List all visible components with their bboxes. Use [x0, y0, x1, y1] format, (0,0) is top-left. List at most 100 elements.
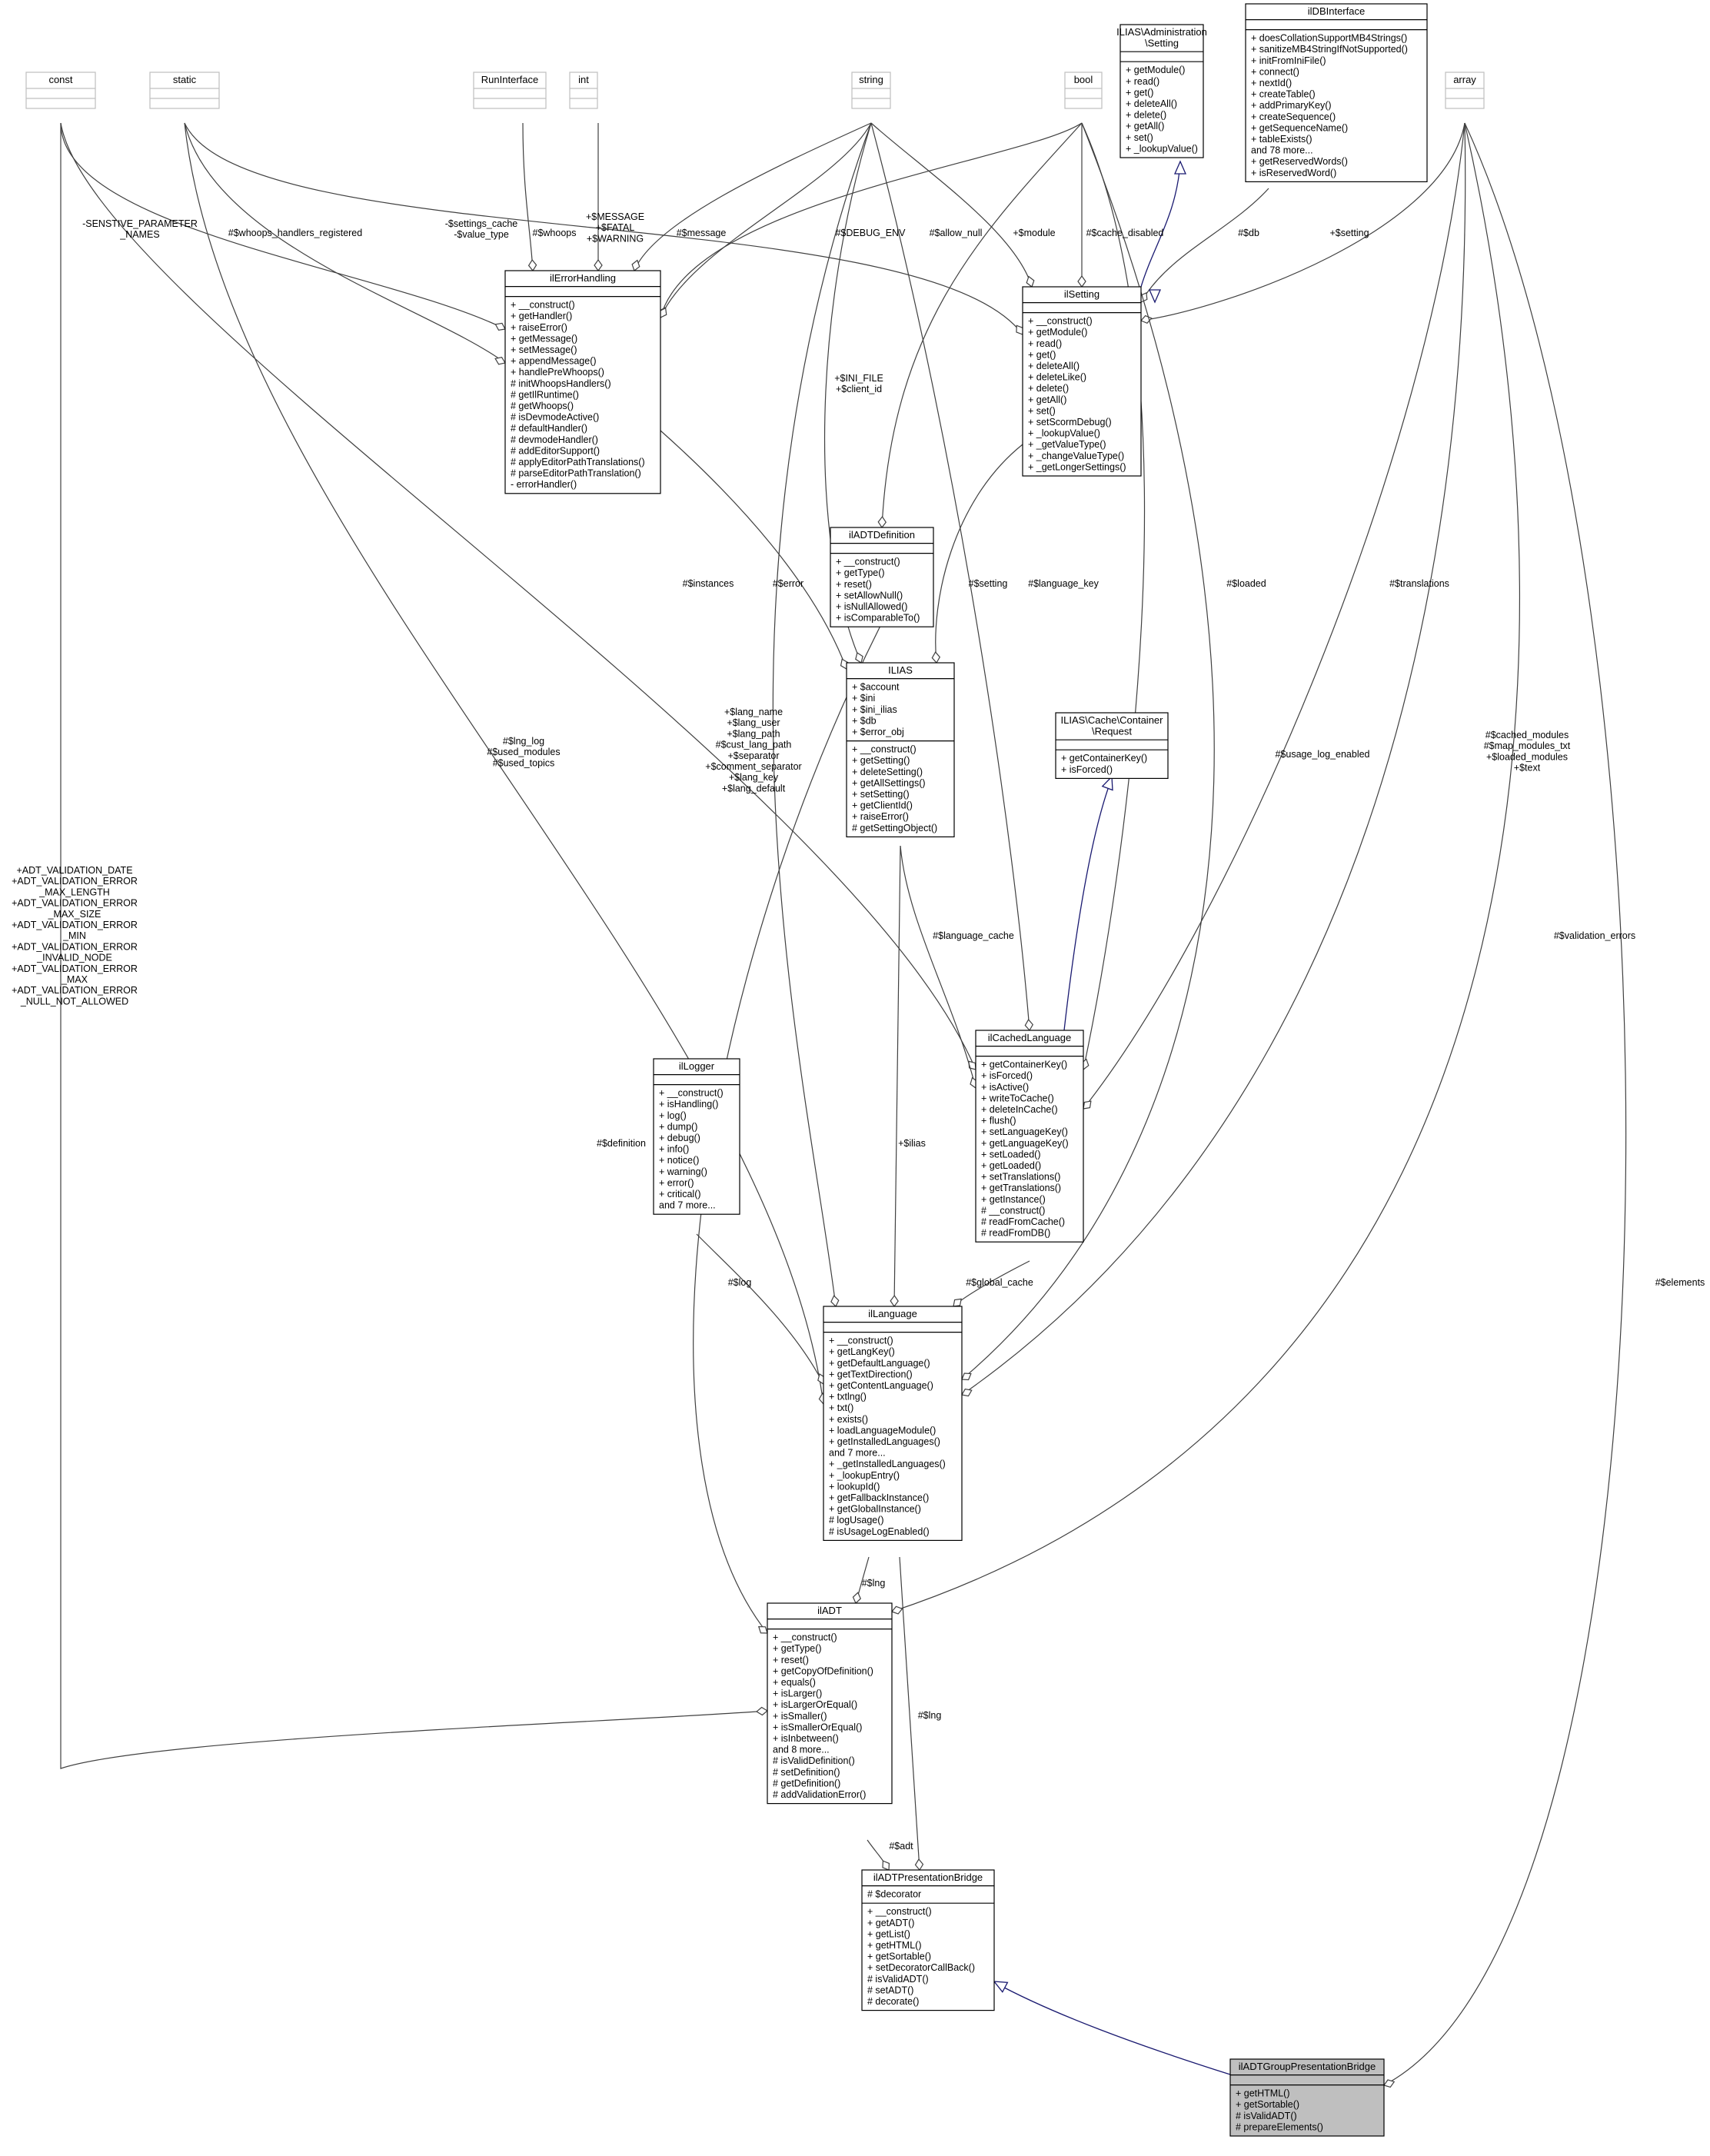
- aggregation-marker: [1083, 1100, 1092, 1110]
- aggregation-marker: [914, 1858, 924, 1872]
- class-method: # readFromCache(): [981, 1216, 1065, 1227]
- class-method: + createTable(): [1251, 89, 1316, 100]
- class-method: # setDefinition(): [773, 1767, 840, 1778]
- class-method: + isLarger(): [773, 1689, 822, 1699]
- class-method: + getLoaded(): [981, 1160, 1041, 1171]
- class-method: + txtlng(): [829, 1392, 867, 1402]
- class-method: + handlePreWhoops(): [511, 367, 604, 378]
- class-method: + error(): [659, 1177, 694, 1188]
- class-method: + __construct(): [511, 300, 575, 311]
- class-method: # isValidADT(): [867, 1974, 929, 1985]
- class-method: # logUsage(): [829, 1515, 884, 1526]
- class-method: + deleteSetting(): [852, 767, 923, 777]
- class-box: [1445, 72, 1485, 109]
- class-method: + initFromIniFile(): [1251, 55, 1326, 66]
- class-method: + getList(): [867, 1928, 910, 1939]
- class-method: + equals(): [773, 1677, 816, 1688]
- edge-label-loaded: #$loaded: [1226, 578, 1266, 589]
- association-edge: [660, 122, 872, 318]
- association-edge: [899, 1556, 920, 1871]
- class-iladtgrouppresentationbridge: ilADTGroupPresentationBridge+ getHTML()+…: [1229, 2058, 1385, 2137]
- association-edge: [660, 122, 1083, 318]
- class-method: # readFromDB(): [981, 1228, 1050, 1239]
- class-method: + isLargerOrEqual(): [773, 1699, 857, 1710]
- class-method: + getModule(): [1126, 65, 1185, 75]
- edge-label-setting_mid: #$setting: [969, 578, 1008, 589]
- class-title: ilErrorHandling: [550, 272, 616, 284]
- class-box: [846, 662, 955, 837]
- association-edge: [184, 122, 1023, 335]
- class-method: + getDefaultLanguage(): [829, 1358, 930, 1369]
- class-box: [504, 270, 661, 494]
- class-title: \Setting: [1145, 38, 1179, 49]
- class-method: + __construct(): [659, 1088, 724, 1099]
- class-method: + doesCollationSupportMB4Strings(): [1251, 33, 1407, 44]
- inheritance-edge: [993, 1981, 1231, 2075]
- aggregation-marker: [631, 259, 640, 271]
- association-edge: [1140, 188, 1269, 303]
- edge-label-global_cache: #$global_cache: [966, 1277, 1033, 1288]
- edge-label-settings_cache: -$settings_cache-$value_type: [445, 218, 518, 240]
- class-method: # addEditorSupport(): [511, 445, 600, 456]
- inheritance-marker: [1101, 775, 1113, 791]
- class-method: + getContainerKey(): [981, 1060, 1067, 1070]
- class-method: + _lookupValue(): [1126, 143, 1198, 154]
- class-const: const: [25, 72, 96, 109]
- class-title: static: [173, 74, 197, 85]
- class-method: # devmodeHandler(): [511, 434, 598, 445]
- edge-label-error: #$error: [773, 578, 803, 589]
- class-method: + log(): [659, 1110, 687, 1121]
- class-method: + deleteAll(): [1028, 361, 1080, 371]
- aggregation-marker: [961, 1388, 973, 1397]
- class-method: + getReservedWords(): [1251, 156, 1348, 167]
- class-method: + getInstalledLanguages(): [829, 1436, 940, 1447]
- association-edge: [772, 122, 872, 1307]
- edge-label-module: +$module: [1013, 228, 1055, 238]
- aggregation-marker: [1016, 324, 1023, 335]
- edge-label-whoops: #$whoops: [533, 228, 577, 238]
- class-title: ILIAS\Cache\Container: [1061, 714, 1164, 726]
- class-box: [861, 1869, 995, 2011]
- class-title: ilADTDefinition: [849, 529, 915, 541]
- class-title: ILIAS: [888, 664, 913, 676]
- class-method: + dump(): [659, 1121, 697, 1132]
- class-title: ilLogger: [679, 1060, 715, 1072]
- edge-label-ini_file: +$INI_FILE+$client_id: [834, 373, 883, 394]
- class-method: + critical(): [659, 1189, 701, 1199]
- aggregation-marker: [1026, 275, 1035, 288]
- edge-label-elements: #$elements: [1655, 1277, 1705, 1288]
- class-method: + getCopyOfDefinition(): [773, 1665, 873, 1676]
- association-edge: [184, 122, 824, 1405]
- class-method: + lookupId(): [829, 1481, 880, 1492]
- class-method: and 78 more...: [1251, 145, 1313, 156]
- class-method: # parseEditorPathTranslation(): [511, 468, 641, 479]
- class-method: + _getLongerSettings(): [1028, 461, 1126, 472]
- class-box: [830, 527, 934, 627]
- edge-label-message_const: +$MESSAGE+$FATAL+$WARNING: [586, 211, 644, 244]
- class-method: and 8 more...: [773, 1745, 830, 1755]
- association-edge: [1383, 122, 1627, 2086]
- class-method: + __construct(): [852, 744, 917, 755]
- class-method: + get(): [1126, 87, 1153, 98]
- class-method: # getWhoops(): [511, 401, 574, 411]
- class-title: array: [1453, 74, 1476, 85]
- class-method: + getGlobalInstance(): [829, 1504, 921, 1515]
- edge-label-cached_modules: #$cached_modules#$map_modules_txt+$loade…: [1484, 730, 1571, 774]
- class-method: + isHandling(): [659, 1099, 718, 1110]
- class-method: + info(): [659, 1144, 689, 1155]
- class-method: # isValidDefinition(): [773, 1755, 855, 1766]
- class-method: + getContentLanguage(): [829, 1380, 933, 1391]
- class-method: # prepareElements(): [1236, 2121, 1323, 2132]
- class-method: + isForced(): [1061, 764, 1113, 775]
- class-method: + appendMessage(): [511, 356, 597, 367]
- class-method: + delete(): [1126, 110, 1166, 121]
- association-edge: [961, 122, 1215, 1380]
- class-method: + set(): [1126, 132, 1153, 143]
- class-method: + loadLanguageModule(): [829, 1425, 936, 1436]
- class-method: + read(): [1028, 338, 1062, 349]
- edge-label-instances: #$instances: [683, 578, 734, 589]
- aggregation-marker: [882, 1860, 890, 1871]
- edge-label-ilias_var: +$ilias: [898, 1138, 926, 1149]
- aggregation-marker: [756, 1706, 769, 1716]
